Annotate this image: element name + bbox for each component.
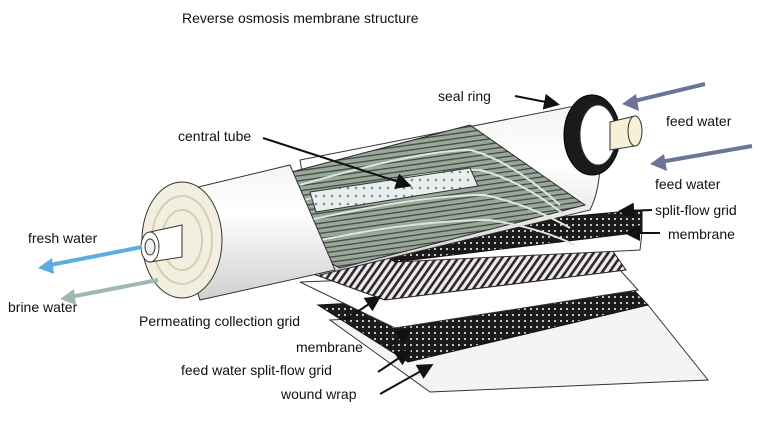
central-tube-pointer [262,137,412,189]
seal-ring-part [563,94,643,176]
label-brine-water: brine water [8,299,78,315]
seal-ring-pointer [514,93,560,110]
label-membrane-bottom: membrane [296,339,363,355]
split-flow-grid-pointer [618,202,653,219]
page-title: Reverse osmosis membrane structure [182,10,419,26]
membrane-bottom-pointer [387,327,411,349]
label-permeating-collection-grid: Permeating collection grid [139,313,301,329]
fresh-water-arrow [38,245,143,274]
label-wound-wrap: wound wrap [281,386,357,402]
label-central-tube: central tube [178,128,252,144]
permeate-outlet-tube [140,224,183,263]
leader-arrows [262,93,660,395]
label-membrane-top: membrane [668,226,735,242]
permeate-grid-pointer [344,295,382,321]
feed-water-arrow-2 [650,144,753,171]
wound-wrap-pointer [379,364,434,395]
label-feed-water-1: feed water [666,113,732,129]
label-feed-water-2: feed water [655,176,721,192]
feed-grid-pointer [377,349,412,373]
brine-water-arrow [60,278,159,305]
label-fresh-water: fresh water [28,230,98,246]
central-tube-core [309,167,479,213]
label-feed-water-split-flow-grid: feed water split-flow grid [181,362,332,378]
feed-water-arrow-1 [622,82,706,111]
label-seal-ring: seal ring [438,88,491,104]
label-split-flow-grid: split-flow grid [655,202,737,218]
